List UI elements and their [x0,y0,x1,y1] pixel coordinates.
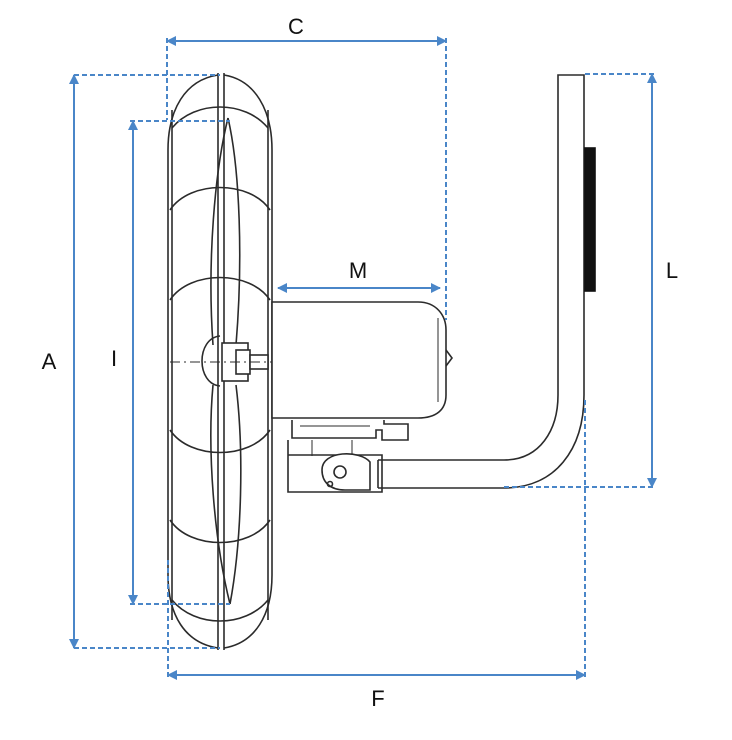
dimension-m-label: M [349,258,367,283]
fan-blade [210,117,242,605]
extension-lines [74,38,655,678]
pivot-joint [321,453,371,491]
dimension-a-label: A [42,349,57,374]
fan-hub [170,335,292,387]
dimension-lines [69,36,657,680]
motor-housing [271,301,453,419]
fan-drawing [167,73,596,650]
dimension-l-label: L [666,258,678,283]
wall-mount-pad [584,147,596,292]
dimension-i-label: I [111,346,117,371]
wall-arm [377,74,585,489]
dimension-c-label: C [288,14,304,39]
dimension-f-label: F [371,686,384,711]
